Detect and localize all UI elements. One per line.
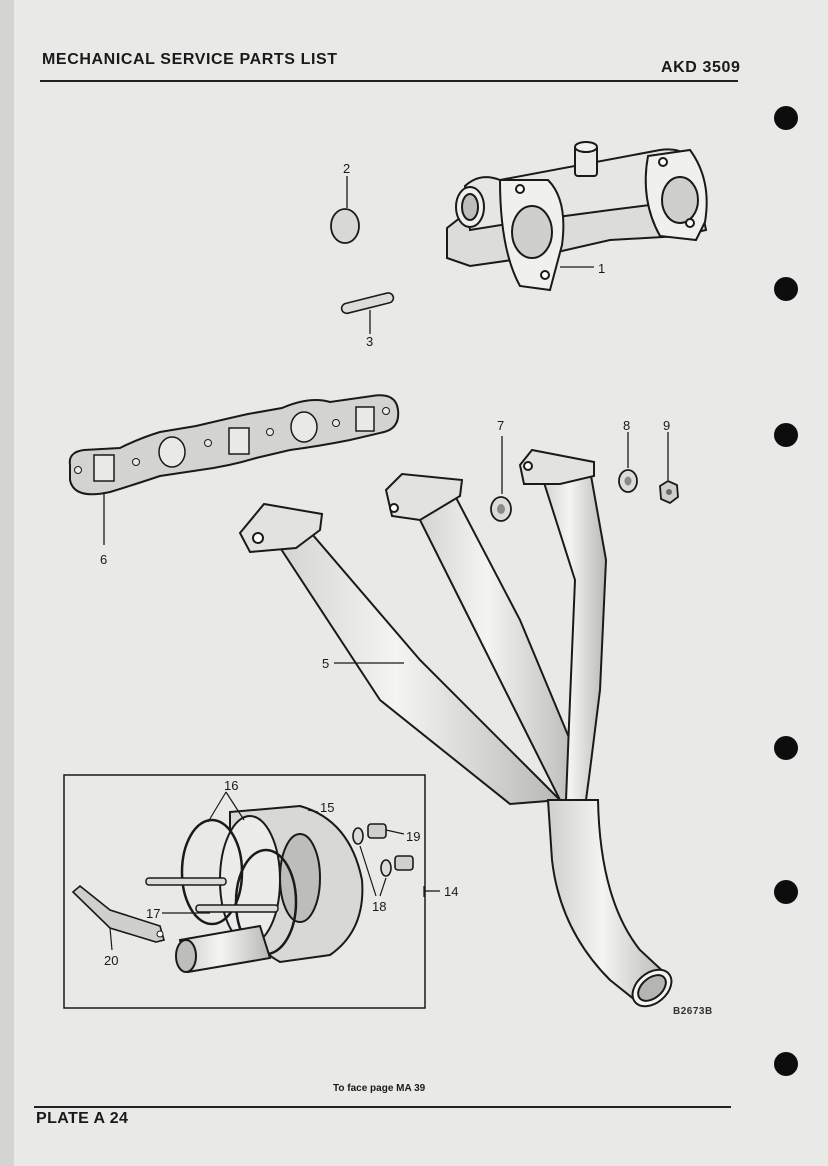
- callout-17: 17: [146, 906, 160, 921]
- callout-14: 14: [444, 884, 458, 899]
- punch-hole: [774, 106, 798, 130]
- punch-hole: [774, 277, 798, 301]
- plug: [330, 176, 360, 244]
- callout-5: 5: [322, 656, 329, 671]
- callout-8: 8: [623, 418, 630, 433]
- callout-19: 19: [406, 829, 420, 844]
- callout-9: 9: [663, 418, 670, 433]
- callout-labels: 1 2 3 5 6 7 8 9 14 15 16 17 18 19 20: [100, 161, 670, 968]
- exhaust-manifold: [238, 448, 673, 1008]
- drawing-reference: B2673B: [673, 1006, 713, 1017]
- punch-hole: [774, 736, 798, 760]
- punch-hole: [774, 423, 798, 447]
- callout-20: 20: [104, 953, 118, 968]
- callout-15: 15: [320, 800, 334, 815]
- silencer-assembly: [71, 804, 364, 974]
- document-code: AKD 3509: [661, 59, 741, 76]
- callout-6: 6: [100, 552, 107, 567]
- callout-1: 1: [598, 261, 605, 276]
- callout-3: 3: [366, 334, 373, 349]
- silencer-fittings: [109, 791, 414, 951]
- inset-frame: [63, 774, 426, 1009]
- callout-2: 2: [343, 161, 350, 176]
- page-reference-note: To face page MA 39: [333, 1083, 426, 1094]
- stud: [340, 292, 395, 334]
- footer-rule: [34, 1106, 731, 1108]
- callout-7: 7: [497, 418, 504, 433]
- washer-7: [490, 436, 512, 522]
- page-edge: [0, 0, 14, 1166]
- punch-hole: [774, 1052, 798, 1076]
- callout-18: 18: [372, 899, 386, 914]
- washer-8: [618, 432, 638, 493]
- page-title: MECHANICAL SERVICE PARTS LIST: [42, 51, 338, 68]
- nut-9: [659, 432, 679, 505]
- manifold-gasket: [68, 394, 400, 545]
- callout-16: 16: [224, 778, 238, 793]
- inlet-manifold: [446, 141, 708, 292]
- punch-hole: [774, 880, 798, 904]
- header-rule: [40, 80, 738, 82]
- plate-number: PLATE A 24: [36, 1110, 129, 1127]
